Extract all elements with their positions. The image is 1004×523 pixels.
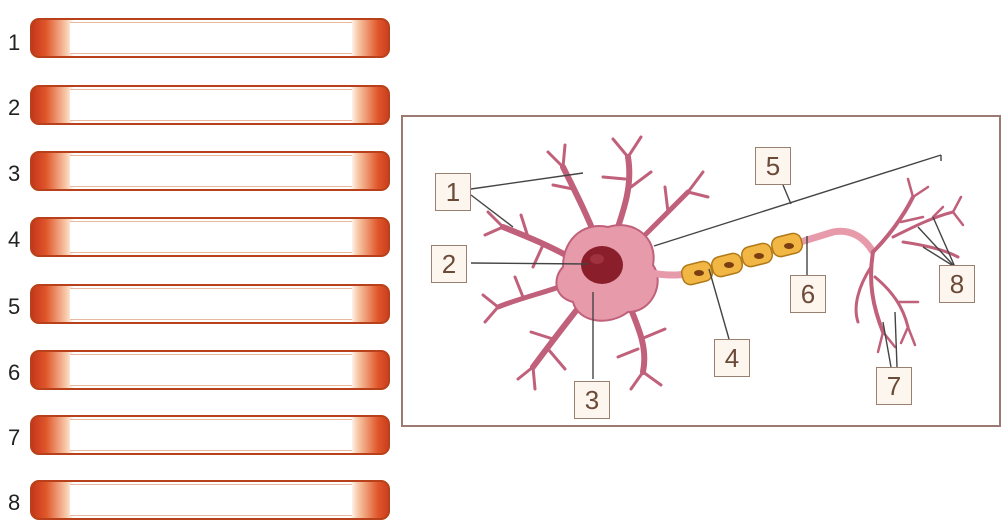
myelin-sheath <box>680 232 804 287</box>
slot-text <box>70 22 352 54</box>
neuron-diagram: 1 2 3 4 5 6 7 8 <box>401 115 1001 427</box>
slot-number: 1 <box>8 23 30 63</box>
slot-text <box>70 89 352 121</box>
slot-number: 4 <box>8 220 30 260</box>
answer-slot-7[interactable] <box>30 415 390 455</box>
diagram-label-1: 1 <box>435 173 471 211</box>
diagram-label-4: 4 <box>714 339 750 377</box>
slot-number: 7 <box>8 418 30 458</box>
slot-text <box>70 155 352 187</box>
slot-number: 2 <box>8 88 30 128</box>
diagram-label-8: 8 <box>939 265 975 303</box>
slot-text <box>70 354 352 386</box>
neuron-illustration <box>403 117 1003 429</box>
slot-text <box>70 484 352 516</box>
slot-number: 3 <box>8 154 30 194</box>
diagram-label-6: 6 <box>790 275 826 313</box>
answer-slot-8[interactable] <box>30 480 390 520</box>
answer-slot-6[interactable] <box>30 350 390 390</box>
diagram-label-2: 2 <box>431 245 467 283</box>
nucleus <box>581 246 623 284</box>
slot-number: 5 <box>8 287 30 327</box>
answer-slot-3[interactable] <box>30 151 390 191</box>
slot-text <box>70 419 352 451</box>
slot-text <box>70 221 352 253</box>
answer-slot-5[interactable] <box>30 284 390 324</box>
diagram-label-3: 3 <box>574 381 610 419</box>
slot-text <box>70 288 352 320</box>
answer-slot-2[interactable] <box>30 85 390 125</box>
diagram-label-5: 5 <box>755 147 791 185</box>
diagram-label-7: 7 <box>876 367 912 405</box>
slot-number: 8 <box>8 483 30 523</box>
answer-slot-1[interactable] <box>30 18 390 58</box>
answer-slot-4[interactable] <box>30 217 390 257</box>
slot-number: 6 <box>8 353 30 393</box>
